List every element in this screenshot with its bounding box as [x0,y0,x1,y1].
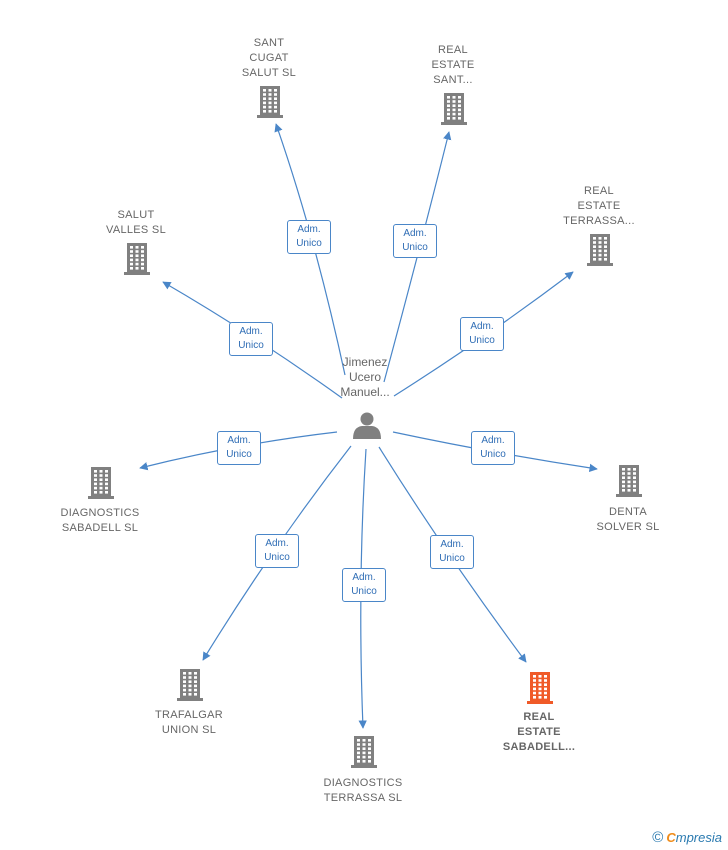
edge-role-badge[interactable]: Adm. Unico [460,317,504,351]
company-label-real-estate-sant[interactable]: REAL ESTATE SANT... [431,44,475,86]
footer-brand: ©Cmpresia [652,829,722,846]
building-icon-real-estate-sant[interactable] [441,93,467,125]
company-label-salut-valles[interactable]: SALUT VALLES SL [106,209,166,236]
building-icon-salut-valles[interactable] [124,243,150,275]
company-label-diagnostics-sabadell[interactable]: DIAGNOSTICS SABADELL SL [60,507,140,534]
company-label-real-estate-sabadell[interactable]: REAL ESTATE SABADELL... [502,711,576,753]
building-icon-real-estate-sabadell[interactable] [527,672,553,704]
edge-role-badge[interactable]: Adm. Unico [393,224,437,258]
edge-role-badge[interactable]: Adm. Unico [430,535,474,569]
building-icon-diagnostics-sabadell[interactable] [88,467,114,499]
building-icon-real-estate-terrassa[interactable] [587,234,613,266]
building-icon-sant-cugat-salut[interactable] [257,86,283,118]
edge-role-badge[interactable]: Adm. Unico [287,220,331,254]
brand-logo: Cmpresia [666,830,722,845]
company-label-real-estate-terrassa[interactable]: REAL ESTATE TERRASSA... [563,185,635,227]
center-person-label[interactable]: Jimenez Ucero Manuel... [340,355,390,399]
company-label-denta-solver[interactable]: DENTA SOLVER SL [596,506,660,533]
edge-role-badge[interactable]: Adm. Unico [229,322,273,356]
copyright-icon: © [652,829,664,846]
company-label-diagnostics-terrassa[interactable]: DIAGNOSTICS TERRASSA SL [323,777,403,804]
building-icon-diagnostics-terrassa[interactable] [351,736,377,768]
person-icon[interactable] [353,412,381,440]
edge-role-badge[interactable]: Adm. Unico [217,431,261,465]
company-label-trafalgar-union[interactable]: TRAFALGAR UNION SL [154,709,224,736]
edge-role-badge[interactable]: Adm. Unico [255,534,299,568]
icons-layer [88,86,642,768]
edge-role-badge[interactable]: Adm. Unico [471,431,515,465]
building-icon-trafalgar-union[interactable] [177,669,203,701]
edge-role-badge[interactable]: Adm. Unico [342,568,386,602]
company-label-sant-cugat-salut[interactable]: SANT CUGAT SALUT SL [241,37,297,79]
building-icon-denta-solver[interactable] [616,465,642,497]
